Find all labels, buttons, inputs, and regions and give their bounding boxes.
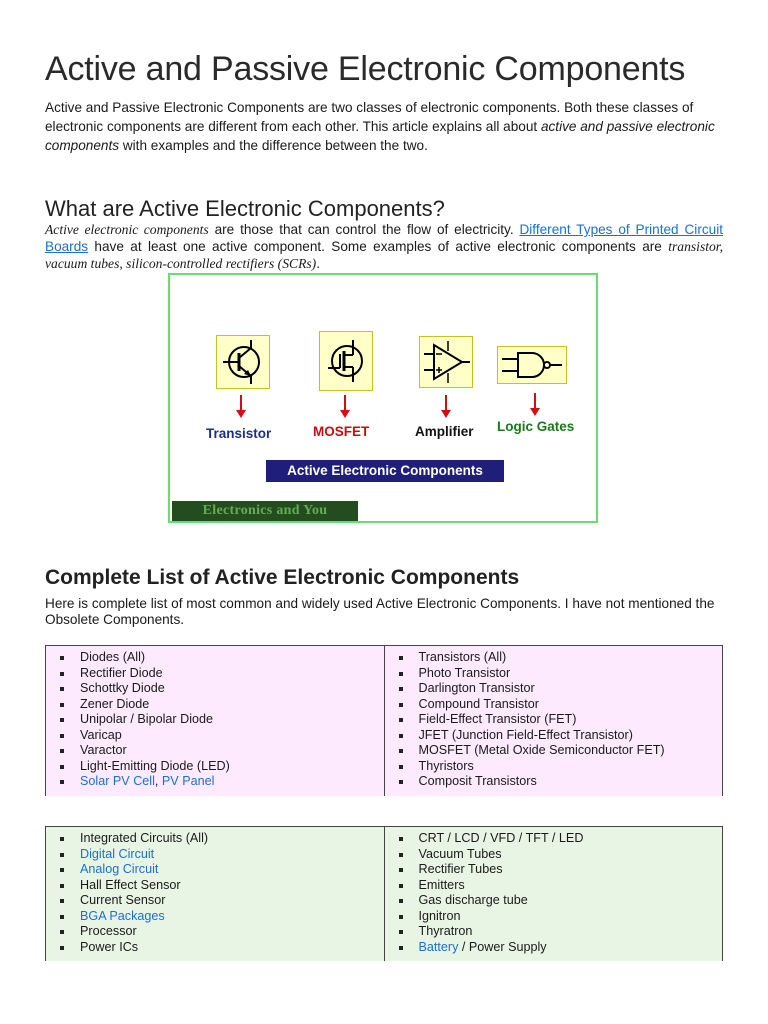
list-item[interactable]: Analog Circuit: [58, 862, 384, 878]
amplifier-label: Amplifier: [415, 424, 474, 439]
list-item: JFET (Junction Field-Effect Transistor): [397, 728, 723, 744]
nand-gate-icon: [502, 352, 562, 378]
amplifier-icon: [424, 341, 470, 383]
active-paragraph: Active electronic components are those t…: [45, 221, 723, 272]
table-2-left-list: Integrated Circuits (All)Digital Circuit…: [46, 831, 384, 955]
list-item: Integrated Circuits (All): [58, 831, 384, 847]
list-item: Current Sensor: [58, 893, 384, 909]
mosfet-symbol: [319, 331, 373, 391]
list-item: Zener Diode: [58, 697, 384, 713]
list-item: CRT / LCD / VFD / TFT / LED: [397, 831, 723, 847]
list-item: Composit Transistors: [397, 774, 723, 790]
list-item-link[interactable]: Solar PV Cell: [80, 774, 155, 788]
list-item-text: ,: [154, 774, 162, 788]
list-item[interactable]: Solar PV Cell, PV Panel: [58, 774, 384, 790]
intro-text: Active and Passive Electronic Components…: [45, 100, 694, 134]
figure-banner: Active Electronic Components: [266, 460, 504, 482]
list-item: Processor: [58, 924, 384, 940]
list-item[interactable]: Battery / Power Supply: [397, 940, 723, 956]
active-lead: Active electronic components: [45, 222, 209, 237]
transistor-symbol: [216, 335, 270, 389]
active-text-2: have at least one active component. Some…: [88, 239, 669, 254]
list-item-link[interactable]: Digital Circuit: [80, 846, 155, 861]
list-item: Vacuum Tubes: [397, 847, 723, 863]
active-text: are those that can control the flow of e…: [208, 222, 520, 237]
list-item: Field-Effect Transistor (FET): [397, 712, 723, 728]
list-item: Unipolar / Bipolar Diode: [58, 712, 384, 728]
arrow-down-icon: [340, 395, 350, 418]
mosfet-label: MOSFET: [313, 424, 370, 439]
list-item[interactable]: BGA Packages: [58, 909, 384, 925]
list-item: Rectifier Tubes: [397, 862, 723, 878]
list-item: Emitters: [397, 878, 723, 894]
list-item: Power ICs: [58, 940, 384, 956]
list-item: MOSFET (Metal Oxide Semiconductor FET): [397, 743, 723, 759]
active-heading: What are Active Electronic Components?: [45, 196, 445, 221]
list-item: Hall Effect Sensor: [58, 878, 384, 894]
list-item: Schottky Diode: [58, 681, 384, 697]
list-item: Thyratron: [397, 924, 723, 940]
arrow-down-icon: [530, 393, 540, 416]
table-2-left-cell: Integrated Circuits (All)Digital Circuit…: [45, 826, 385, 961]
active-text-end: .: [316, 256, 320, 271]
page-title: Active and Passive Electronic Components: [45, 50, 686, 88]
arrow-down-icon: [236, 395, 246, 418]
logic-gates-label: Logic Gates: [497, 419, 575, 434]
list-item-link[interactable]: BGA Packages: [80, 908, 165, 923]
transistor-icon: [223, 340, 260, 384]
list-item: Gas discharge tube: [397, 893, 723, 909]
intro-text-end: with examples and the difference between…: [119, 138, 428, 153]
list-item: Photo Transistor: [397, 666, 723, 682]
list-item: Transistors (All): [397, 650, 723, 666]
list-item: Varicap: [58, 728, 384, 744]
complete-list-heading: Complete List of Active Electronic Compo…: [45, 566, 520, 589]
list-item-text: / Power Supply: [458, 939, 547, 954]
logic-gate-symbol: [497, 346, 567, 384]
list-item: Light-Emitting Diode (LED): [58, 759, 384, 775]
list-item: Compound Transistor: [397, 697, 723, 713]
transistor-label: Transistor: [206, 426, 272, 441]
active-examples: transistor, vacuum tubes, silicon-contro…: [45, 239, 723, 271]
list-item-link[interactable]: Analog Circuit: [80, 862, 159, 876]
complete-list-intro: Here is complete list of most common and…: [45, 596, 715, 627]
list-item: Ignitron: [397, 909, 723, 925]
list-item-link[interactable]: PV Panel: [161, 774, 215, 788]
pcb-types-link[interactable]: Different Types of Printed Circuit Board…: [45, 222, 723, 254]
active-components-figure: Transistor MOSFET Amplifier Logic Gates …: [168, 273, 598, 523]
intro-emphasis: active and passive electronic components: [45, 119, 715, 153]
components-table-2: Integrated Circuits (All)Digital Circuit…: [45, 826, 723, 961]
watermark-logo: Electronics and You: [172, 501, 358, 521]
intro-paragraph: Active and Passive Electronic Components…: [45, 98, 723, 155]
list-item[interactable]: Digital Circuit: [58, 847, 384, 863]
list-item: Diodes (All): [58, 650, 384, 666]
mosfet-icon: [328, 340, 363, 382]
list-item: Rectifier Diode: [58, 666, 384, 682]
list-item: Varactor: [58, 743, 384, 759]
arrow-down-icon: [441, 395, 451, 418]
amplifier-symbol: [419, 336, 473, 388]
list-item: Darlington Transistor: [397, 681, 723, 697]
list-item-link[interactable]: Battery: [418, 939, 459, 954]
list-item: Thyristors: [397, 759, 723, 775]
